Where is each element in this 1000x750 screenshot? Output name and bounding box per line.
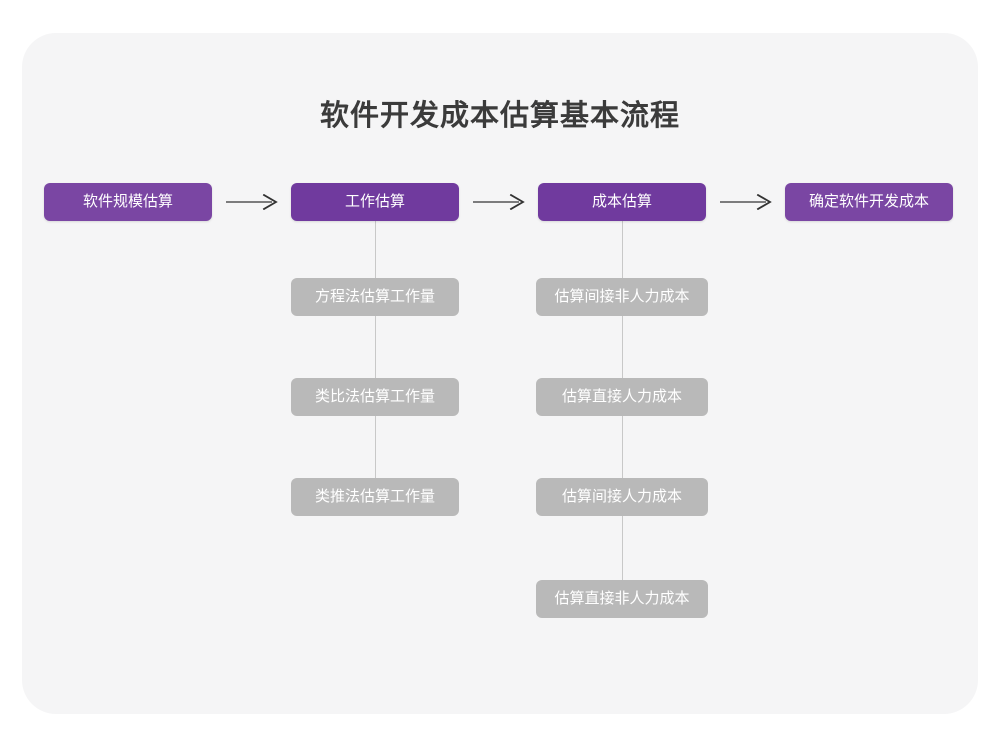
cost-estimation-branch-item-4[interactable]: 估算直接非人力成本	[536, 580, 708, 618]
content-card	[22, 33, 978, 714]
flow-node-main-4[interactable]: 确定软件开发成本	[785, 183, 953, 221]
flow-node-main-3[interactable]: 成本估算	[538, 183, 706, 221]
work-estimation-branch-item-2[interactable]: 类比法估算工作量	[291, 378, 459, 416]
cost-estimation-branch-item-2[interactable]: 估算直接人力成本	[536, 378, 708, 416]
cost-estimation-branch-item-3[interactable]: 估算间接人力成本	[536, 478, 708, 516]
cost-estimation-branch-item-1[interactable]: 估算间接非人力成本	[536, 278, 708, 316]
arrow-2-icon	[469, 192, 529, 212]
arrow-1-icon	[222, 192, 282, 212]
flow-node-main-1[interactable]: 软件规模估算	[44, 183, 212, 221]
arrow-3-icon	[716, 192, 776, 212]
work-estimation-branch-item-1[interactable]: 方程法估算工作量	[291, 278, 459, 316]
page-title: 软件开发成本估算基本流程	[319, 100, 680, 132]
connector-line-work-estimation-branch	[375, 221, 376, 497]
work-estimation-branch-item-3[interactable]: 类推法估算工作量	[291, 478, 459, 516]
flow-node-main-2[interactable]: 工作估算	[291, 183, 459, 221]
